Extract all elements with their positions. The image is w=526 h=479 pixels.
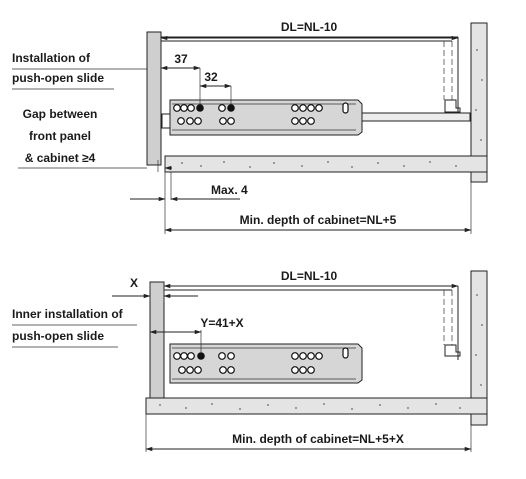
top-cabinet-bottom (164, 155, 488, 173)
top-slide-holes (173, 102, 349, 125)
top-rail (354, 112, 471, 122)
bottom-slide-holes (173, 347, 349, 374)
bottom-slide (169, 343, 363, 384)
bottom-front-panel (149, 281, 165, 399)
bottom-inner-label-2: push-open slide (12, 329, 104, 343)
bottom-cabinet-bottom (145, 397, 488, 415)
top-gap-label-3: & cabinet ≥4 (25, 151, 96, 165)
bottom-min-depth-label: Min. depth of cabinet=NL+5+X (232, 432, 404, 446)
top-install-label-2: push-open slide (12, 71, 104, 85)
top-dim-32: 32 (204, 70, 218, 84)
top-cabinet-back-wall (470, 22, 488, 183)
bottom-dl-label: DL=NL-10 (281, 269, 338, 283)
top-install-label-1: Installation of (12, 51, 91, 65)
top-gap-label-1: Gap between (23, 107, 98, 121)
bottom-concrete-texture (159, 294, 483, 410)
top-dl-label: DL=NL-10 (281, 20, 338, 34)
bottom-rear-hook (444, 344, 461, 357)
top-rear-hook (444, 99, 461, 113)
top-diagram: DL=NL-10 37 32 Installation of push-open… (12, 20, 488, 234)
bottom-cabinet-back-wall (470, 270, 488, 426)
top-gap-label-2: front panel (29, 129, 91, 143)
bottom-inner-label-1: Inner installation of (12, 307, 124, 321)
top-dim-37: 37 (174, 52, 188, 66)
top-front-bracket (161, 113, 171, 129)
bottom-y-label: Y=41+X (200, 316, 243, 330)
top-min-depth-label: Min. depth of cabinet=NL+5 (240, 213, 397, 227)
bottom-x-label: X (130, 276, 138, 290)
top-front-panel (146, 31, 162, 166)
top-concrete-texture (181, 49, 483, 168)
bottom-diagram: DL=NL-10 (12, 269, 488, 452)
top-max4-label: Max. 4 (211, 183, 248, 197)
